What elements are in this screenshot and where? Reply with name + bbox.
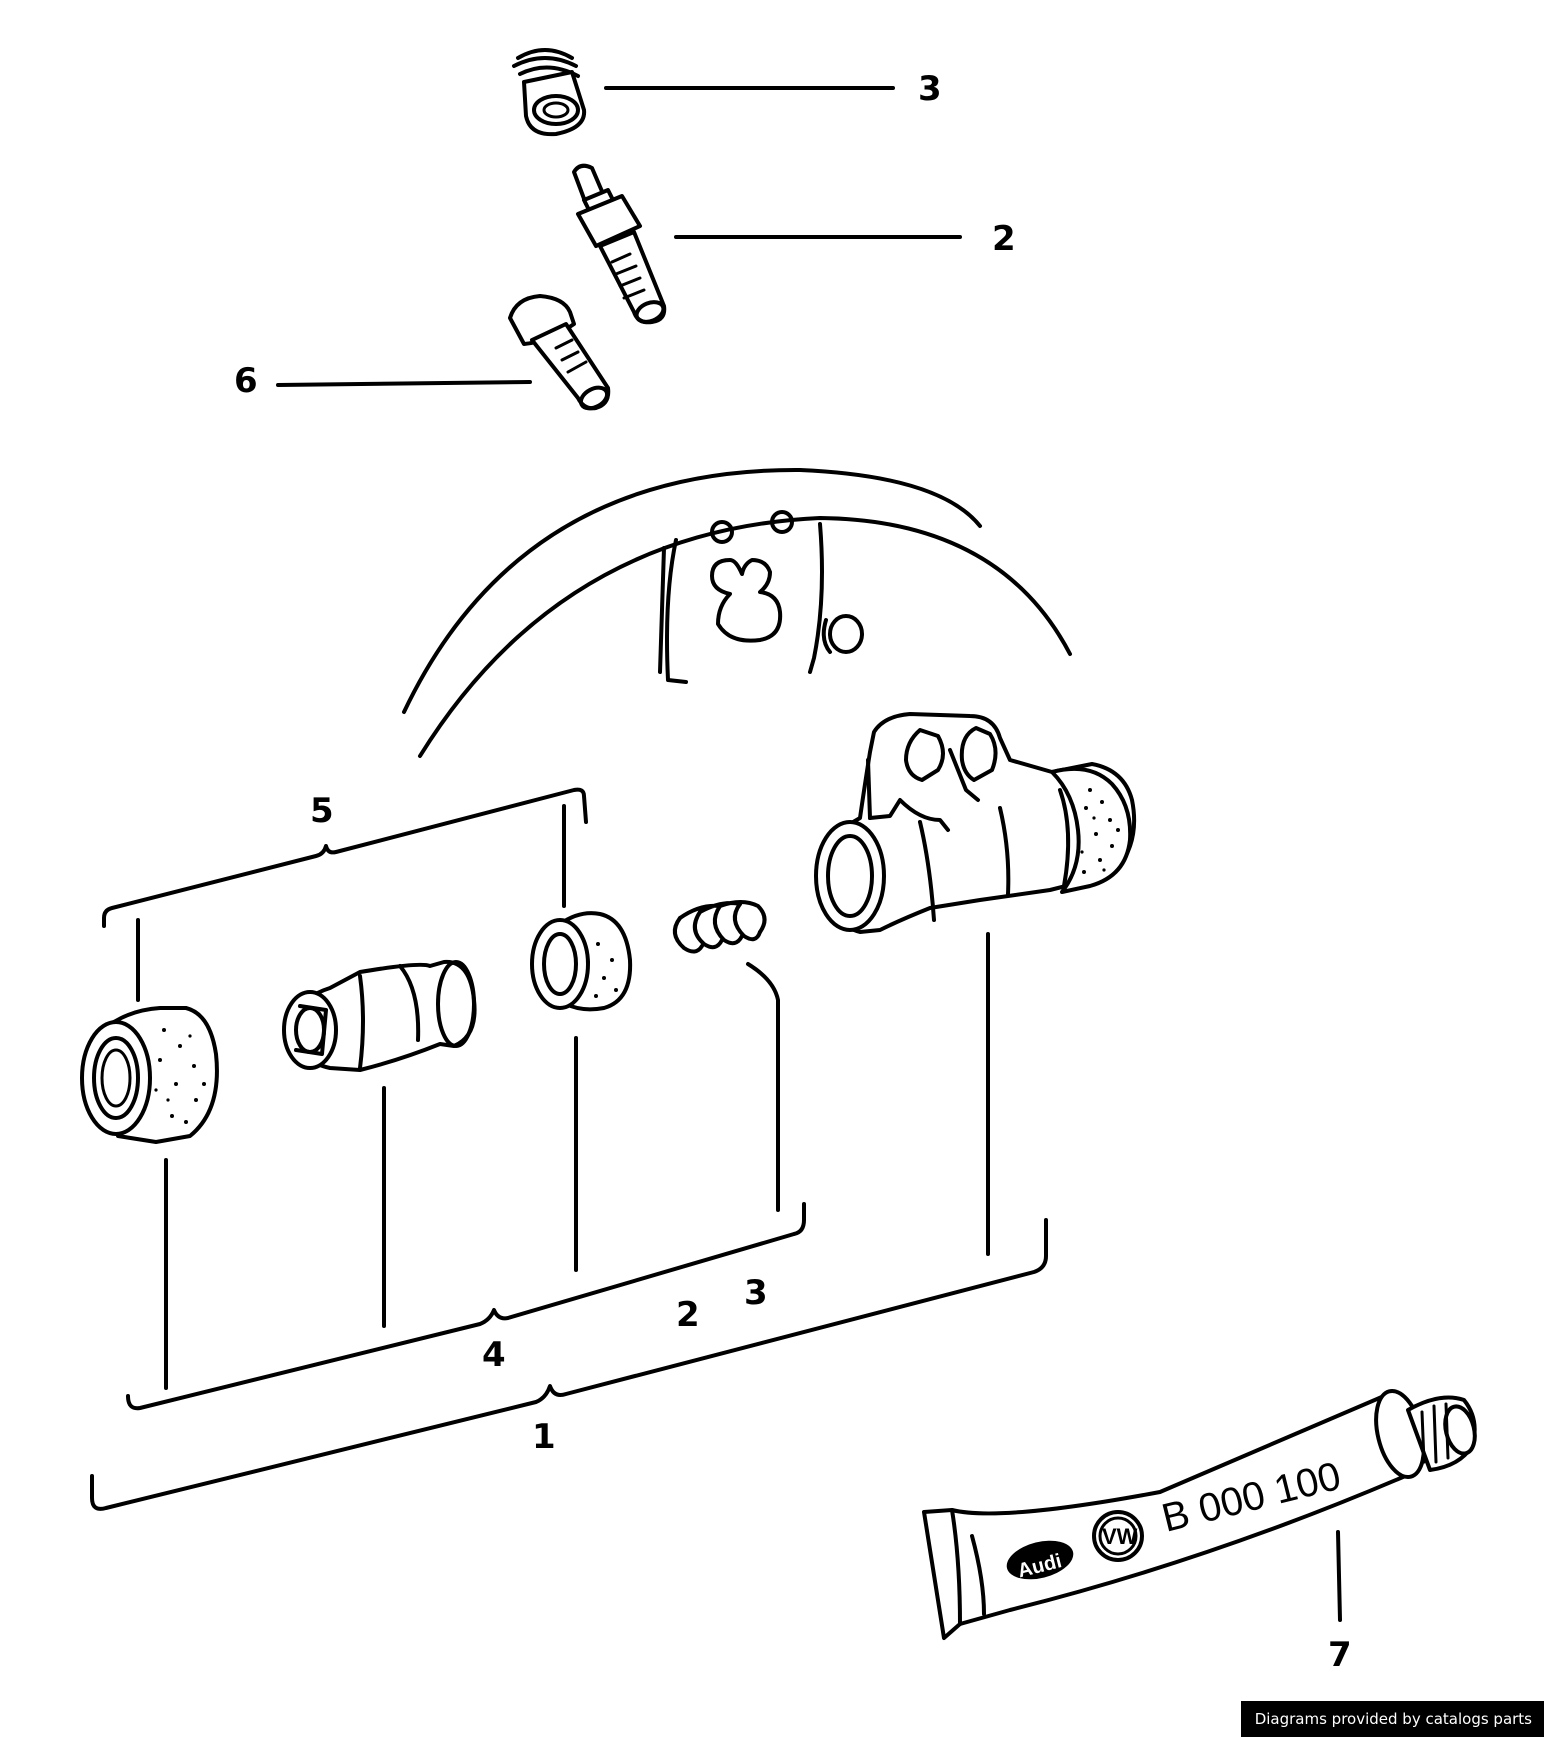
- callout-3-top: 3: [918, 69, 942, 109]
- diagram-credit: Diagrams provided by catalogs parts: [1240, 1701, 1544, 1737]
- bracket-5: [102, 787, 588, 928]
- audi-logo: [1006, 1540, 1074, 1580]
- callout-1: 1: [532, 1417, 556, 1457]
- bracket-4: [126, 1202, 806, 1411]
- piston-part: [282, 959, 477, 1072]
- dust-boot-part: [80, 1006, 219, 1144]
- callout-6: 6: [234, 361, 258, 401]
- dust-cap-part: [512, 48, 587, 137]
- bracket-1: [90, 1218, 1048, 1511]
- callout-2-bottom: 2: [676, 1295, 700, 1335]
- callout-7: 7: [1328, 1635, 1352, 1675]
- callout-4: 4: [482, 1335, 506, 1375]
- spring-part: [672, 900, 767, 954]
- leader-line-spring-down: [746, 962, 780, 1212]
- cup-seal-part: [530, 911, 633, 1012]
- callout-5: 5: [310, 791, 334, 831]
- brake-backing-plate: [402, 467, 1072, 758]
- leader-line-7: [1336, 1530, 1342, 1622]
- vw-logo: [1092, 1510, 1144, 1562]
- wheel-cylinder-housing: [814, 712, 1137, 934]
- callout-2-top: 2: [992, 219, 1016, 259]
- bolt-part: [508, 294, 611, 411]
- leader-line-6: [276, 380, 532, 387]
- bleeder-valve-part: [572, 163, 667, 325]
- vw-logo-text: VW: [1102, 1524, 1138, 1549]
- callout-3-bottom: 3: [744, 1273, 768, 1313]
- grease-tube-part: Audi VW B 000 100: [922, 1388, 1477, 1640]
